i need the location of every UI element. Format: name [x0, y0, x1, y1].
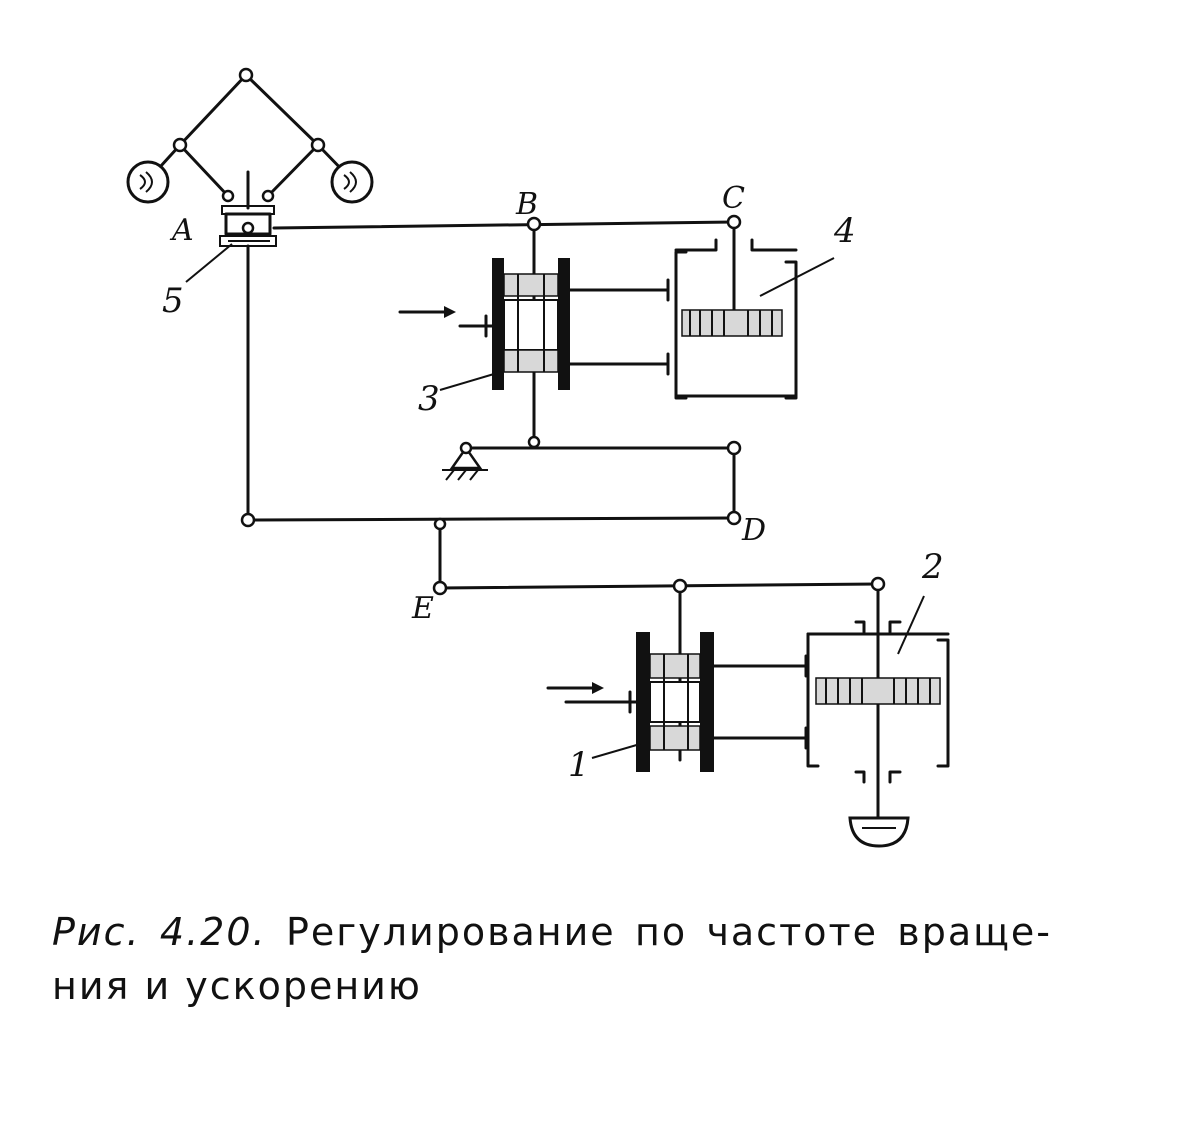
leader-lines	[185, 243, 925, 759]
flyweight-ball-left	[126, 160, 170, 204]
flyweight-ball-right	[330, 160, 374, 204]
servo-piston-2	[806, 620, 950, 784]
point-label-a: A	[169, 213, 194, 248]
part-label-1: 1	[568, 745, 590, 785]
damper-bowl	[848, 816, 910, 848]
part-label-4: 4	[833, 211, 856, 251]
figure-number: Рис. 4.20.	[52, 910, 267, 954]
point-label-c: C	[722, 181, 745, 216]
point-label-e: E	[411, 591, 434, 626]
pilot-valve-1	[546, 632, 808, 772]
pilot-valve-3	[398, 258, 670, 390]
regulation-diagram: A B C D E 4 3 5 2 1	[126, 67, 950, 848]
governor-sleeve	[219, 205, 277, 247]
part-label-3: 3	[418, 379, 440, 419]
point-label-d: D	[741, 513, 766, 548]
point-label-b: B	[515, 187, 538, 222]
figure-caption: Рис. 4.20. Регулирование по частоте вращ…	[52, 905, 1052, 1013]
part-label-2: 2	[921, 547, 944, 587]
centrifugal-governor	[126, 67, 374, 210]
figure-caption-text: Регулирование по частоте враще-ния и уск…	[52, 910, 1052, 1008]
part-label-5: 5	[162, 281, 184, 321]
servo-piston-4	[674, 238, 798, 400]
fixed-pivot	[442, 441, 488, 481]
